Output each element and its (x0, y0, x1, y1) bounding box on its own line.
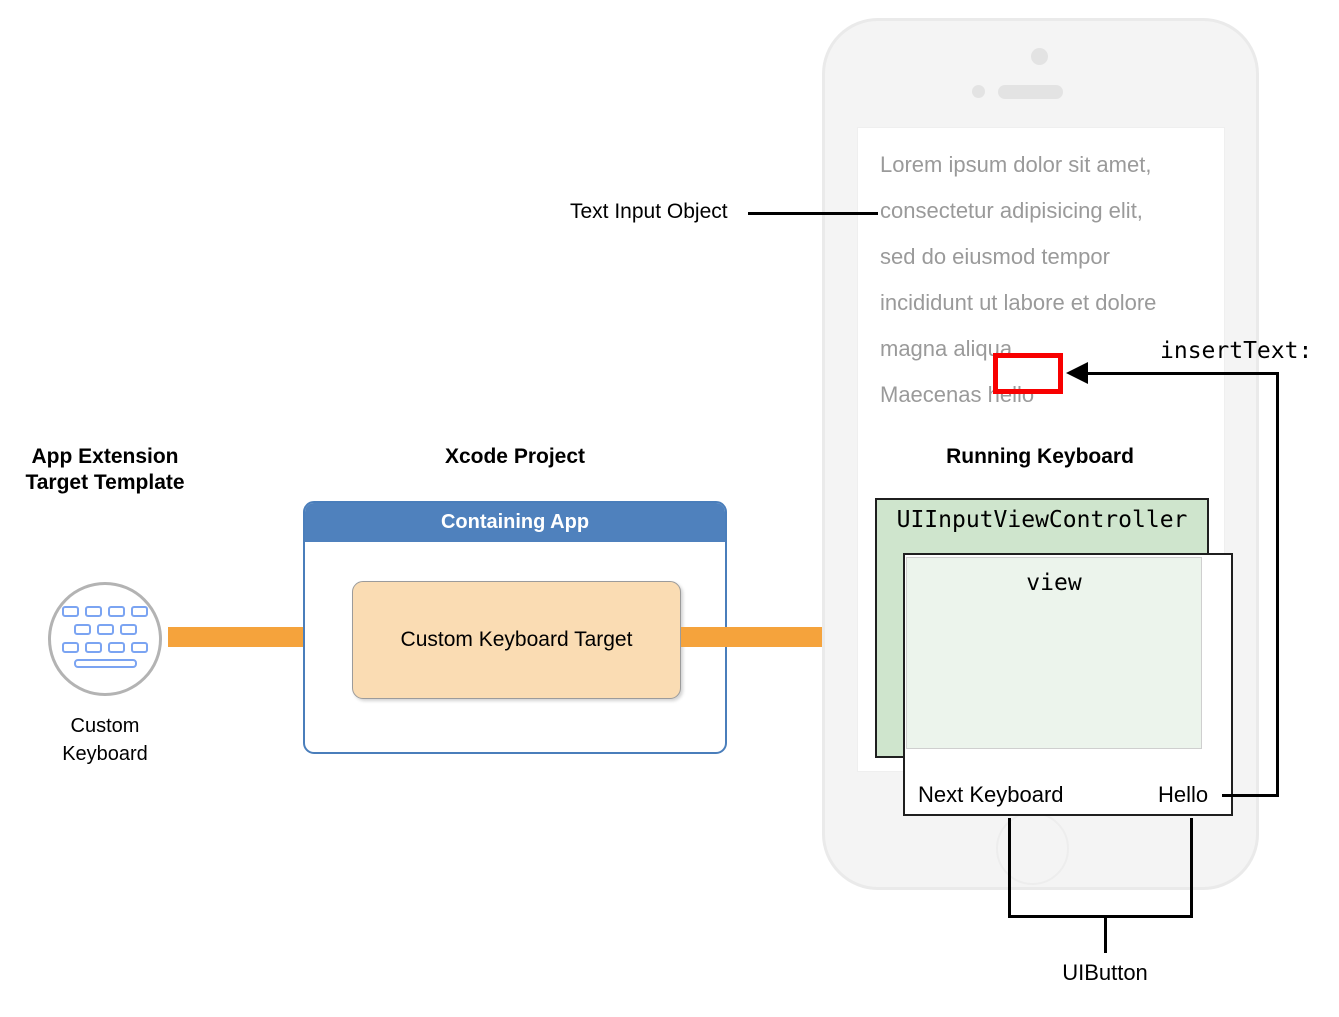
arrow-template-to-xcode-shaft (168, 627, 326, 647)
text-line: incididunt ut labore et dolore (880, 290, 1157, 315)
text-line: Lorem ipsum dolor sit amet, (880, 152, 1152, 177)
keyboard-icon (60, 606, 150, 668)
callout-insert-text-bottom-line (1222, 794, 1279, 797)
uibutton-bracket-stem-line (1104, 915, 1107, 953)
phone-speaker-icon (998, 85, 1063, 99)
text-line: Maecenas hello (880, 382, 1035, 407)
section-title-app-extension-template: App Extension Target Template (25, 445, 185, 494)
text-line: consectetur adipisicing elit, (880, 198, 1143, 223)
callout-text-input-object-line (748, 212, 878, 215)
section-title-running-keyboard: Running Keyboard (946, 445, 1134, 468)
custom-keyboard-circle (48, 582, 162, 696)
next-keyboard-button[interactable]: Next Keyboard (918, 782, 1064, 807)
phone-home-button[interactable] (996, 812, 1069, 885)
keyboard-view-inner-box (906, 557, 1202, 749)
callout-insert-text-vertical-line (1276, 373, 1279, 795)
uibutton-bracket-bottom-line (1008, 915, 1193, 918)
callout-insert-text-top-line (1080, 372, 1279, 375)
text-line: sed do eiusmod tempor (880, 244, 1110, 269)
custom-keyboard-target-box: Custom Keyboard Target (352, 581, 681, 699)
custom-keyboard-target-label: Custom Keyboard Target (400, 628, 633, 651)
uiinputviewcontroller-label: UIInputViewController (896, 507, 1188, 533)
phone-sensor-icon (972, 85, 985, 98)
text-input-object-content[interactable]: Lorem ipsum dolor sit amet, consectetur … (880, 142, 1210, 418)
custom-keyboard-caption: Custom Keyboard (62, 715, 148, 765)
arrow-xcode-to-running-shaft (681, 627, 839, 647)
inserted-text-highlight (993, 353, 1063, 394)
containing-app-header-label: Containing App (305, 503, 725, 542)
callout-insert-text-label: insertText: (1160, 338, 1313, 364)
keyboard-view-label: view (1026, 570, 1082, 596)
section-title-xcode-project: Xcode Project (444, 445, 586, 468)
callout-uibutton-label: UIButton (1062, 960, 1148, 985)
phone-camera-icon (1031, 48, 1048, 65)
hello-button[interactable]: Hello (1158, 782, 1209, 807)
uibutton-bracket-right-line (1190, 818, 1193, 918)
callout-insert-text-arrowhead (1066, 362, 1088, 384)
uibutton-bracket-left-line (1008, 818, 1011, 918)
callout-text-input-object-label: Text Input Object (570, 200, 728, 223)
